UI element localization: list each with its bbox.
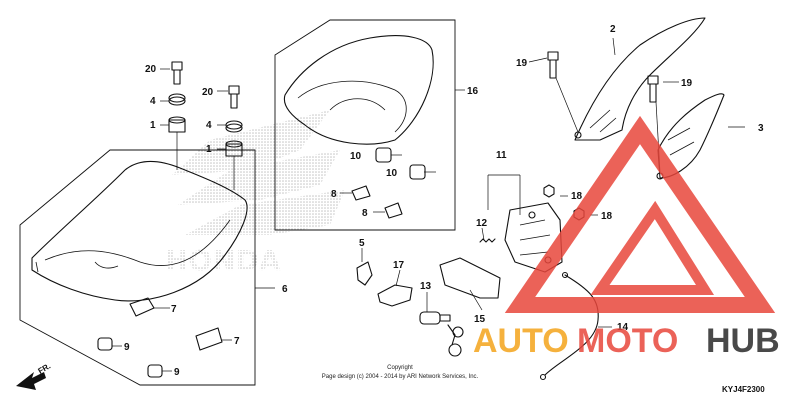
grommet-1-left bbox=[168, 116, 186, 133]
fr-label: FR. bbox=[37, 361, 53, 375]
seat-lock-cable-14 bbox=[539, 271, 599, 381]
clip-8-upper bbox=[351, 185, 371, 201]
label-18-upper: 18 bbox=[571, 191, 583, 202]
spring-12 bbox=[479, 238, 496, 243]
rubber-9-upper bbox=[97, 337, 113, 351]
bolt-19-left bbox=[547, 51, 559, 79]
automotohub-watermark: AUTO MOTO HUB bbox=[473, 115, 780, 360]
main-seat bbox=[31, 160, 248, 302]
bolt-19-right bbox=[647, 75, 659, 103]
label-19-right: 19 bbox=[681, 78, 693, 89]
watermark-hub: HUB bbox=[706, 322, 780, 360]
label-4-left: 4 bbox=[150, 96, 156, 107]
label-17: 17 bbox=[393, 260, 405, 271]
honda-wing-watermark: HONDA bbox=[165, 110, 345, 277]
label-20-right: 20 bbox=[202, 87, 214, 98]
label-2: 2 bbox=[610, 24, 616, 35]
diagram-code: KYJ4F2300 bbox=[722, 385, 765, 394]
rear-seat-frame bbox=[274, 19, 456, 231]
lock-cylinder-13 bbox=[419, 311, 464, 357]
leader-lines bbox=[112, 37, 745, 372]
label-14: 14 bbox=[617, 322, 629, 333]
clip-8-lower bbox=[384, 202, 403, 219]
part-labels: 20 4 1 20 4 1 6 7 7 9 9 10 10 8 8 16 5 1… bbox=[124, 24, 764, 378]
rear-seat-cowl bbox=[283, 35, 434, 145]
bolt-20-right bbox=[228, 85, 240, 109]
label-13: 13 bbox=[420, 281, 432, 292]
watermark-triangle-outer bbox=[504, 115, 776, 313]
copyright-title: Copyright bbox=[387, 365, 413, 371]
label-7-upper: 7 bbox=[171, 304, 177, 315]
label-4-right: 4 bbox=[206, 120, 212, 131]
rubber-9-lower bbox=[147, 364, 163, 378]
cushion-7-lower bbox=[195, 327, 223, 351]
label-8-lower: 8 bbox=[362, 208, 368, 219]
label-9-upper: 9 bbox=[124, 342, 130, 353]
washer-4-left bbox=[168, 93, 186, 106]
label-3: 3 bbox=[758, 123, 764, 134]
label-6: 6 bbox=[282, 284, 288, 295]
label-1-right: 1 bbox=[206, 144, 212, 155]
grab-rail-2 bbox=[574, 17, 706, 141]
main-seat-frame bbox=[19, 149, 256, 386]
label-9-lower: 9 bbox=[174, 367, 180, 378]
label-1-left: 1 bbox=[150, 120, 156, 131]
bracket-17 bbox=[377, 284, 413, 307]
brand-watermark: HONDA bbox=[165, 244, 281, 277]
label-18-lower: 18 bbox=[601, 211, 613, 222]
label-19-left: 19 bbox=[516, 58, 528, 69]
label-8-upper: 8 bbox=[331, 189, 337, 200]
watermark-auto: AUTO bbox=[473, 322, 569, 360]
label-7-lower: 7 bbox=[234, 336, 240, 347]
cushion-10-lower bbox=[409, 164, 426, 180]
label-11: 11 bbox=[496, 150, 507, 161]
label-10-upper: 10 bbox=[350, 151, 362, 162]
label-20-left: 20 bbox=[145, 64, 157, 75]
clip-5 bbox=[356, 261, 373, 286]
washer-4-right bbox=[225, 120, 243, 133]
watermark-moto: MOTO bbox=[577, 322, 678, 360]
front-direction-arrow: FR. bbox=[16, 361, 52, 390]
label-10-lower: 10 bbox=[386, 168, 398, 179]
copyright-text: Page design (c) 2004 - 2014 by ARI Netwo… bbox=[322, 374, 479, 380]
watermark-triangle-inner bbox=[590, 200, 715, 295]
label-5: 5 bbox=[359, 238, 365, 249]
bolt-20-left bbox=[171, 61, 183, 85]
label-15: 15 bbox=[474, 314, 486, 325]
lock-bracket-15 bbox=[439, 257, 501, 299]
nut-18-upper bbox=[543, 184, 555, 198]
label-12: 12 bbox=[476, 218, 488, 229]
cushion-10-upper bbox=[375, 147, 392, 163]
label-16: 16 bbox=[467, 86, 479, 97]
